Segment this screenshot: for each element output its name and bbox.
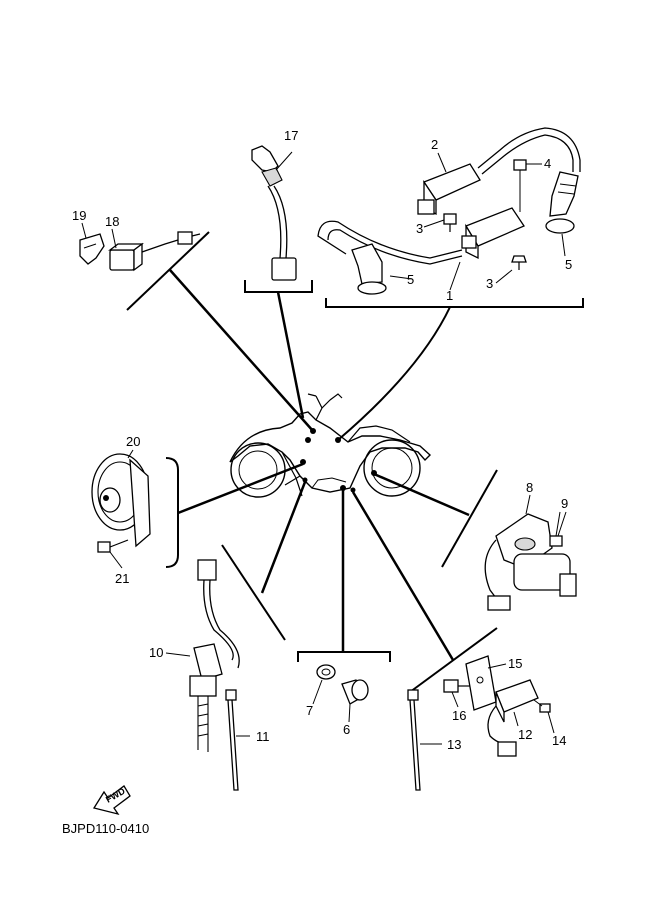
part-17-switch — [251, 145, 297, 281]
leader-lines — [169, 269, 470, 661]
part-12-relay — [487, 679, 539, 757]
part-11-cable-tie — [225, 689, 239, 791]
part-13-cable-tie — [407, 689, 421, 791]
motorcycle-silhouette — [229, 393, 432, 498]
part-21-bolt — [97, 539, 129, 553]
part-8-main-switch — [484, 513, 577, 611]
part-4-collar — [513, 159, 527, 212]
callout-3: 3 — [416, 221, 423, 236]
callout-4: 4 — [544, 156, 551, 171]
part-10-switch-sensor — [189, 559, 240, 752]
callout-12: 12 — [518, 727, 532, 742]
callout-11: 11 — [256, 729, 270, 744]
callout-14: 14 — [552, 733, 566, 748]
callout-20: 20 — [126, 434, 140, 449]
part-16-bolt — [443, 679, 470, 693]
part-14-screw — [533, 699, 551, 713]
callout-18: 18 — [105, 214, 119, 229]
callout-5b: 5 — [565, 257, 572, 272]
forward-arrow-icon: FWD — [92, 785, 131, 816]
callout-1: 1 — [446, 288, 453, 303]
callout-5: 5 — [407, 272, 414, 287]
bracket-top-right — [325, 298, 584, 308]
callout-8: 8 — [526, 480, 533, 495]
bracket-bottom-right — [409, 627, 498, 693]
part-15-bracket — [465, 655, 497, 711]
callout-6: 6 — [343, 722, 350, 737]
part-7-washer — [316, 664, 336, 680]
drawing-code: BJPD110-0410 — [62, 821, 149, 836]
part-5-plug-cap-left — [351, 243, 387, 295]
callout-10: 10 — [149, 645, 163, 660]
part-3-bolts — [443, 213, 527, 270]
part-18-relay — [108, 231, 201, 272]
part-20-horn — [91, 453, 151, 548]
callout-9: 9 — [561, 496, 568, 511]
bracket-bottom-left — [221, 544, 286, 641]
bracket-right — [441, 469, 498, 568]
callout-leaders — [81, 152, 567, 745]
bracket-top-center — [244, 280, 313, 293]
bracket-left — [165, 457, 179, 568]
callout-17: 17 — [284, 128, 298, 143]
callout-19: 19 — [72, 208, 86, 223]
callout-2: 2 — [431, 137, 438, 152]
part-2-ignition-coil — [417, 127, 581, 216]
bracket-top-left — [126, 231, 210, 311]
part-19-bracket — [79, 233, 105, 265]
callout-7: 7 — [306, 703, 313, 718]
callout-15: 15 — [508, 656, 522, 671]
bracket-bottom-center — [297, 651, 391, 662]
part-1-ignition-coil — [317, 207, 525, 265]
callout-numbers: 1 2 3 3 4 5 5 6 7 8 9 10 11 12 13 14 15 … — [72, 128, 572, 752]
callout-3b: 3 — [486, 276, 493, 291]
part-6-switch — [341, 679, 369, 705]
callout-21: 21 — [115, 571, 129, 586]
callout-16: 16 — [452, 708, 466, 723]
callout-13: 13 — [447, 737, 461, 752]
part-9-screw — [549, 511, 563, 547]
part-5-plug-cap-right — [545, 171, 579, 234]
